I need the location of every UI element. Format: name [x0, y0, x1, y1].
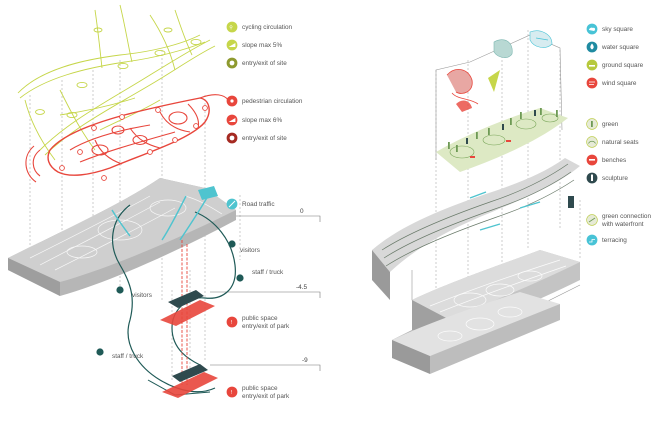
legend-natural-seats: natural seats: [602, 139, 639, 146]
wind-square-icon: [586, 77, 598, 89]
level-label-0: 0: [300, 208, 304, 215]
level-label-minus-4-5: -4.5: [296, 284, 307, 291]
legend-public-space-lower-line1: public space: [242, 385, 278, 392]
legend-green-connection-line1: green connection: [602, 213, 651, 220]
callout-visitors-b: visitors: [132, 292, 152, 299]
legend-sky-square: sky square: [602, 26, 633, 33]
legend-public-space-upper-line2: entry/exit of park: [242, 323, 290, 330]
terraced-ramp: [372, 158, 580, 300]
public-space-platform-upper: [160, 290, 215, 326]
pedestrian-nodes: [59, 105, 208, 181]
legend-ground-square: ground square: [602, 62, 644, 69]
legend-elements: green natural seats benches sculpture: [586, 118, 639, 184]
legend-pedestrian-circulation: pedestrian circulation: [242, 98, 303, 105]
legend-pedestrian-entry: entry/exit of site: [242, 135, 287, 142]
left-legend: ⚲ cycling circulation slope max 5% entry…: [226, 21, 303, 400]
legend-terracing: terracing: [602, 237, 627, 244]
legend-green-connection-line2: with waterfront: [601, 221, 644, 228]
legend-public-space-upper: ! public space entry/exit of park: [226, 315, 290, 330]
legend-waterfront: green connection with waterfront terraci…: [586, 213, 651, 246]
floating-squares: [446, 30, 553, 112]
lower-slab-right: [392, 292, 560, 374]
cycling-icon: [226, 21, 238, 33]
legend-sculpture: sculpture: [602, 175, 628, 182]
callout-staff-truck-a: staff / truck: [252, 269, 284, 276]
legend-squares: sky square water square ground square wi…: [586, 23, 644, 89]
natural-seats-icon: [586, 136, 598, 148]
cycling-network: [17, 4, 216, 161]
legend-cycling-circulation: cycling circulation: [242, 24, 293, 31]
legend-public-space-lower-line2: entry/exit of park: [242, 393, 290, 400]
right-legend: sky square water square ground square wi…: [586, 23, 651, 246]
public-space-icon: [226, 316, 238, 328]
svg-text:!: !: [230, 320, 232, 326]
legend-public-space-upper-line1: public space: [242, 315, 278, 322]
legend-cycling-entry: entry/exit of site: [242, 60, 287, 67]
svg-text:⚲: ⚲: [229, 25, 233, 31]
level-lines: [200, 215, 321, 371]
right-diagram: sky square water square ground square wi…: [372, 23, 651, 374]
callout-staff-truck-b: staff / truck: [112, 353, 144, 360]
public-space-icon: [226, 386, 238, 398]
legend-green: green: [602, 121, 619, 128]
legend-road-traffic: Road traffic: [226, 198, 275, 210]
legend-benches: benches: [602, 157, 626, 164]
public-space-platform-lower: [162, 364, 218, 398]
ground-slab: [8, 178, 236, 296]
legend-water-square: water square: [601, 44, 639, 51]
green-terrace-level: [436, 108, 568, 172]
legend-road-traffic-label: Road traffic: [242, 201, 275, 208]
pedestrian-network: [25, 94, 229, 183]
left-diagram: 0 -4.5 -9: [8, 4, 321, 400]
legend-pedestrian-slope: slope max 6%: [242, 117, 282, 124]
legend-cycling-slope: slope max 5%: [242, 42, 282, 49]
legend-public-space-lower: ! public space entry/exit of park: [226, 385, 290, 400]
legend-wind-square: wind square: [601, 80, 637, 87]
projection-lines: [29, 50, 241, 380]
road-traffic-route: [111, 195, 209, 241]
callout-markers: [96, 240, 244, 356]
callout-visitors-a: visitors: [240, 247, 260, 254]
road-entry-marker: [198, 186, 218, 200]
legend-cycling: ⚲ cycling circulation slope max 5% entry…: [226, 21, 293, 69]
svg-text:!: !: [230, 390, 232, 396]
level-label-minus-9: -9: [302, 357, 308, 364]
legend-pedestrian: pedestrian circulation slope max 6% entr…: [226, 95, 303, 144]
